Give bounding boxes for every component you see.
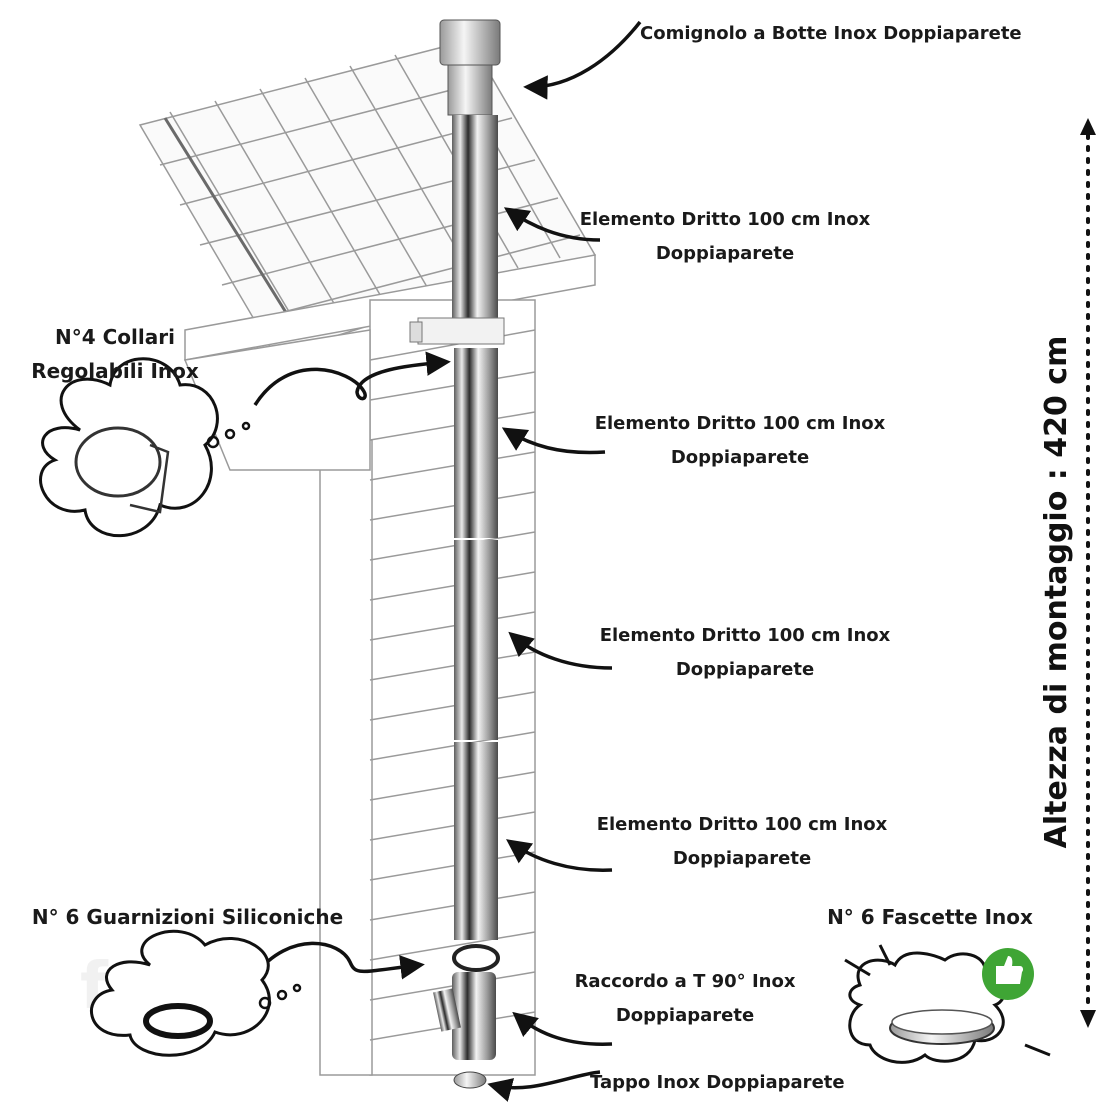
chimney-pipe: [409, 19, 505, 1089]
clamp-ring-icon: [889, 1009, 995, 1045]
cowl-icon: [439, 19, 501, 66]
cap-icon: [453, 1071, 487, 1089]
gasket-thought-bubble: [89, 929, 302, 1057]
pipe-element-1: [452, 115, 498, 343]
pipe-element-4: [454, 742, 498, 940]
callout-arrows: [253, 20, 642, 1102]
gaskets-label: N° 6 Guarnizioni Siliconiche: [31, 905, 344, 929]
clamp-burst: [844, 944, 1051, 1064]
bracket-icon: [409, 317, 505, 345]
height-label: Altezza di montaggio : 420 cm: [1039, 335, 1074, 849]
gasket-ring-icon: [452, 944, 500, 972]
collar-icon: [74, 426, 170, 514]
tee-icon: [433, 972, 496, 1060]
clamps-label: N° 6 Fascette Inox: [827, 905, 1033, 929]
pipe-element-3: [454, 540, 498, 740]
thumbs-up-icon: [982, 948, 1034, 1000]
height-dimension-arrow: [1080, 118, 1096, 1028]
gasket-ring-icon: [143, 1003, 213, 1039]
collar-thought-bubble: [39, 357, 251, 538]
cowl-label: Comignolo a Botte Inox Doppiaparete: [640, 23, 1022, 44]
pipe-element-2: [454, 348, 498, 538]
cap-label: Tappo Inox Doppiaparete: [590, 1072, 845, 1093]
